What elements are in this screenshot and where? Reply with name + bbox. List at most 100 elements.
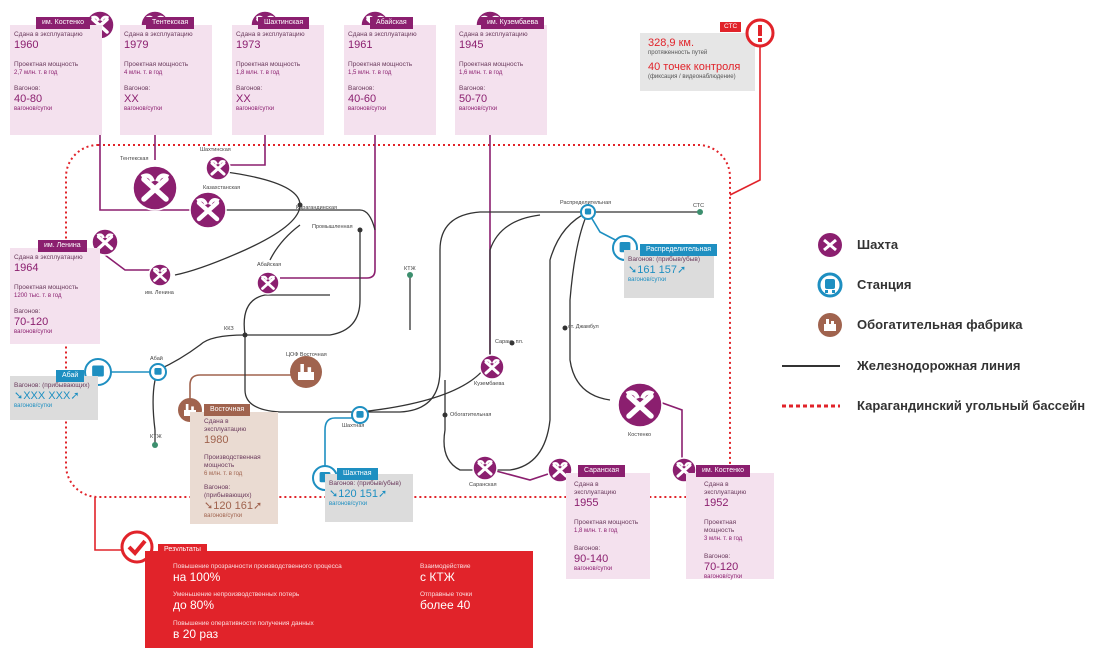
result-item: Отправные точки более 40: [420, 591, 520, 612]
map-label-karag-2: Промышленная: [312, 224, 353, 230]
plant-throughput: ➘120 161➚: [204, 500, 264, 512]
year-value: 1973: [236, 39, 261, 51]
mine-card-4[interactable]: Абайская Сдана в эксплуатацию 1961 Проек…: [344, 17, 436, 135]
capacity-label: Проектная мощность: [14, 284, 79, 291]
ctc-card[interactable]: 328,9 км. протяженность путей 40 точек к…: [640, 33, 755, 91]
capacity-value: 2,7 млн. т. в год: [14, 70, 58, 76]
mine-icon[interactable]: [471, 454, 499, 482]
map-label-st-dzhamkin: ст. Джамбул: [568, 324, 599, 330]
map-label-obog: Обогатительная: [450, 412, 492, 418]
station-icon[interactable]: [579, 203, 597, 221]
map-label-ktzh-2: КТЖ: [150, 434, 162, 440]
wagons-unit: вагонов/сутки: [236, 106, 275, 112]
capacity-label: Проектная мощность: [704, 519, 737, 534]
result-item: Повышение прозрачности производственного…: [173, 563, 393, 584]
station-card-abai[interactable]: Абай Вагонов: (прибывающих) ➘XXX XXX➚ ва…: [10, 370, 98, 420]
wagons-out: XXX: [48, 390, 71, 402]
result-value: более 40: [420, 598, 471, 612]
result-value: в 20 раз: [173, 627, 219, 641]
year-label: Сдана в эксплуатацию: [459, 31, 528, 38]
alert-icon: [745, 18, 775, 48]
mine-card-5[interactable]: им. Кузембаева Сдана в эксплуатацию 1945…: [455, 17, 547, 135]
map-label-tsof: ЦОФ Восточная: [286, 352, 327, 358]
arrow-in-icon: ➘: [628, 264, 638, 276]
mine-icon[interactable]: [616, 381, 664, 429]
station-icon[interactable]: [350, 405, 370, 425]
capacity-label: Проектная мощность: [124, 61, 189, 68]
wagons-in: XXX: [23, 390, 46, 402]
arrow-out-icon: ➚: [253, 500, 263, 512]
wagons-label: Вагонов:: [704, 553, 731, 560]
wagons-label: Вагонов:: [14, 85, 41, 92]
wagons-label: Вагонов:: [459, 85, 486, 92]
mine-card-title: Абайская: [370, 17, 413, 29]
wagons-label: Вагонов: (прибывающих): [14, 382, 90, 389]
map-label-kaz: Казахстанская: [203, 185, 241, 191]
plant-card-title: Восточная: [204, 404, 251, 416]
mine-card-1[interactable]: им. Костенко Сдана в эксплуатацию 1960 П…: [10, 17, 102, 135]
station-icon[interactable]: [148, 362, 168, 382]
wagons-in: 161: [637, 264, 656, 276]
result-label: Отправные точки: [420, 591, 473, 598]
legend-station-icon: [817, 272, 843, 298]
mine-card-title: им. Ленина: [38, 240, 87, 252]
wagons-value: 70-120: [704, 561, 739, 573]
coal-basin-boundary: [65, 144, 731, 498]
wagons-unit: вагонов/сутки: [628, 277, 667, 283]
legend-plant-icon: [818, 313, 842, 337]
mine-card-saran[interactable]: Саранская Сдана в эксплуатацию 1955 Прое…: [566, 465, 650, 579]
station-card-title: Абай: [56, 370, 85, 382]
capacity-value: 1,8 млн. т. в год: [236, 70, 280, 76]
ctc-tag: СТС: [720, 22, 742, 32]
ctc-points: 40 точек контроля: [648, 61, 741, 73]
arrow-out-icon: ➚: [70, 390, 80, 402]
wagons-unit: вагонов/сутки: [459, 106, 498, 112]
mine-card-2[interactable]: Тентекская Сдана в эксплуатацию 1979 Про…: [120, 17, 212, 135]
mine-card-title: Тентекская: [146, 17, 195, 29]
wagons-value: 90-140: [574, 553, 609, 565]
station-card-shakhtnaya[interactable]: Шахтная Вагонов: (прибыв/убыв) ➘120 151➚…: [325, 468, 413, 522]
plant-icon[interactable]: [288, 354, 324, 390]
wagons-value: XX: [236, 93, 251, 105]
legend-label-mine: Шахта: [857, 237, 899, 252]
capacity-label: Проектная мощность: [348, 61, 413, 68]
legend-basin-line: [782, 404, 840, 408]
year-value: 1980: [204, 434, 229, 446]
legend-label-basin: Карагандинский угольный бассейн: [857, 398, 1086, 413]
map-label-ktzh: КТЖ: [404, 266, 416, 272]
mine-card-title: им. Костенко: [36, 17, 91, 29]
arrow-out-icon: ➚: [378, 488, 388, 500]
mine-card-title: Саранская: [578, 465, 626, 477]
rail-endpoints: [152, 209, 703, 448]
result-label: Уменьшение непроизводственных потерь: [173, 591, 300, 598]
capacity-label: Проектная мощность: [14, 61, 79, 68]
legend-label-station: Станция: [857, 277, 912, 292]
capacity-value: 6 млн. т. в год: [204, 471, 243, 477]
mine-card-lenin[interactable]: им. Ленина Сдана в эксплуатацию 1964 Про…: [10, 240, 100, 344]
capacity-label: Проектная мощность: [459, 61, 524, 68]
capacity-value: 1,5 млн. т. в год: [348, 70, 392, 76]
mine-icon[interactable]: [478, 353, 506, 381]
plant-card[interactable]: Восточная Сдана в эксплуатацию 1980 Прои…: [190, 404, 278, 524]
arrow-in-icon: ➘: [329, 488, 339, 500]
legend-label-rail: Железнодорожная линия: [857, 358, 1021, 373]
map-label-ctc: СТС: [693, 203, 705, 209]
mine-card-3[interactable]: Шахтинская Сдана в эксплуатацию 1973 Про…: [232, 17, 324, 135]
result-value: с КТЖ: [420, 570, 455, 584]
mine-icon[interactable]: [255, 270, 281, 296]
map-label-tentek: Тентекская: [120, 156, 149, 162]
station-card-title: Распределительная: [640, 244, 718, 256]
mine-icon[interactable]: [131, 164, 179, 212]
map-label-rasp-top: Распределительная: [560, 200, 612, 206]
map-label-kost: Костенко: [628, 432, 652, 438]
result-item: Повышение оперативности получения данных…: [173, 620, 393, 641]
mine-icon[interactable]: [188, 190, 228, 230]
year-value: 1961: [348, 39, 373, 51]
mine-icon[interactable]: [204, 154, 232, 182]
year-label: Сдана в эксплуатацию: [236, 31, 305, 38]
mine-card-kostenko-2[interactable]: им. Костенко Сдана в эксплуатацию 1952 П…: [686, 465, 774, 580]
mine-icon[interactable]: [147, 262, 173, 288]
station-card-raspred[interactable]: Распределительная Вагонов: (прибыв/убыв)…: [624, 244, 718, 298]
arrow-out-icon: ➚: [677, 264, 687, 276]
wagons-out: 151: [359, 488, 378, 500]
